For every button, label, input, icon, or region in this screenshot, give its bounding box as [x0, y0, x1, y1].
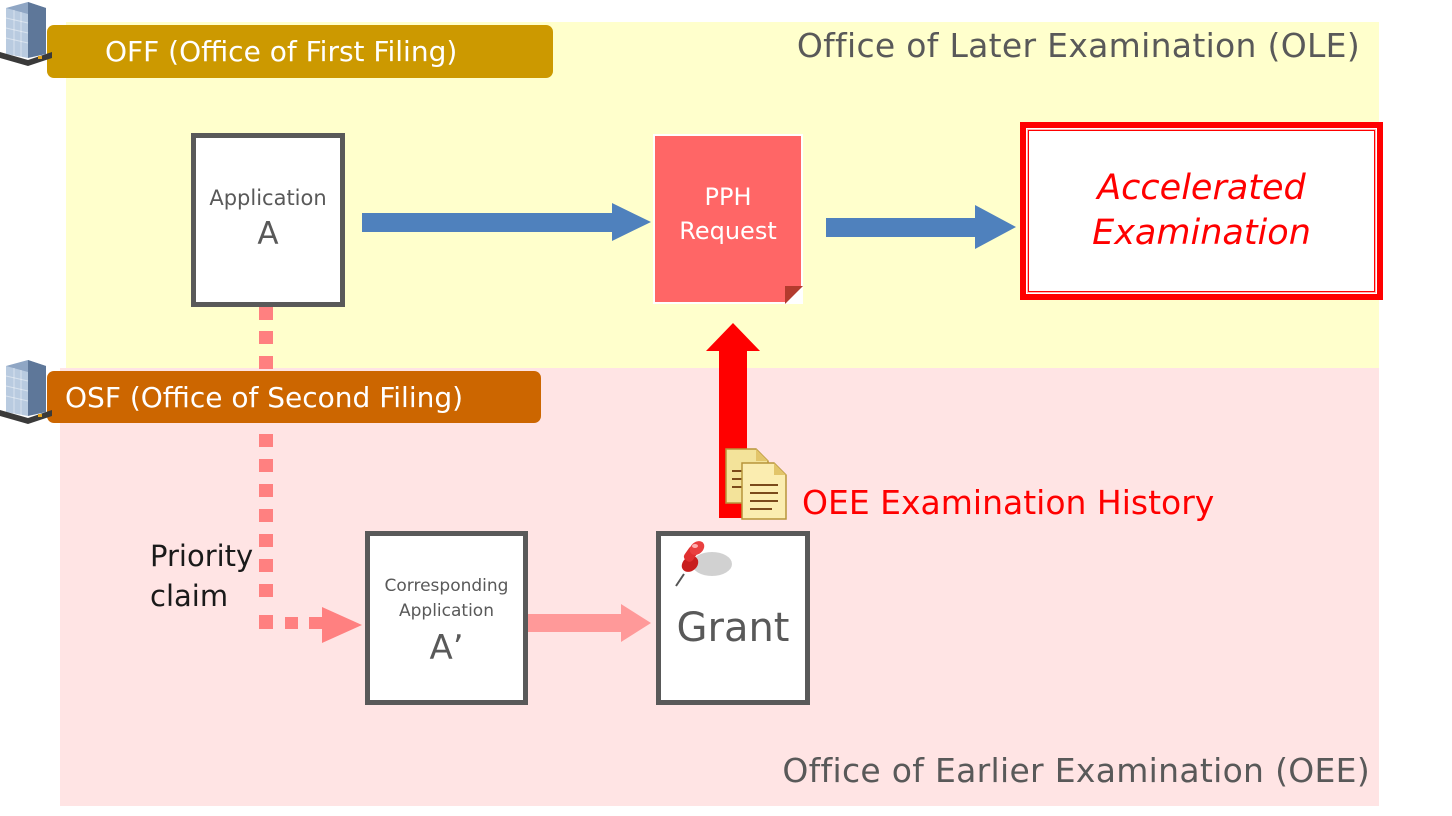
- arrow-application-to-pph: [362, 203, 651, 241]
- osf-office-tag: OSF (Office of Second Filing): [47, 371, 541, 423]
- application-a-node: Application A: [191, 133, 345, 307]
- application-a-label: Application: [209, 186, 327, 210]
- accelerated-inner-border: [1027, 129, 1376, 293]
- pph-request-line2: Request: [679, 217, 777, 245]
- arrow-corresponding-to-grant: [528, 604, 651, 642]
- oee-examination-history-label: OEE Examination History: [802, 483, 1215, 522]
- corresponding-application-node: Corresponding Application A’: [365, 531, 528, 705]
- priority-claim-label: Priority claim: [150, 536, 253, 616]
- oee-panel-title: Office of Earlier Examination (OEE): [782, 751, 1370, 790]
- ole-panel-title: Office of Later Examination (OLE): [796, 26, 1360, 65]
- corresponding-line1: Corresponding: [384, 576, 509, 596]
- priority-claim-arrowhead: [322, 607, 362, 643]
- osf-office-label: OSF (Office of Second Filing): [65, 380, 464, 414]
- corresponding-line2: Application: [399, 601, 494, 621]
- pph-request-line1: PPH: [704, 183, 752, 211]
- off-office-tag: OFF (Office of First Filing): [47, 25, 553, 78]
- grant-node: Grant: [656, 531, 810, 705]
- arrow-pph-to-accelerated: [826, 205, 1016, 249]
- accelerated-examination-node: Accelerated Examination: [1020, 122, 1383, 300]
- accelerated-line1: Accelerated: [1097, 168, 1306, 208]
- off-office-label: OFF (Office of First Filing): [105, 35, 458, 68]
- accelerated-examination-text: Accelerated Examination: [1026, 128, 1377, 294]
- priority-claim-line1: Priority: [150, 539, 254, 573]
- priority-claim-dotted-line: [259, 306, 322, 629]
- grant-label: Grant: [676, 605, 790, 651]
- corresponding-id: A’: [429, 628, 464, 668]
- pushpin-icon: [675, 541, 732, 587]
- accelerated-line2: Examination: [1092, 213, 1311, 253]
- building-icon: [0, 2, 52, 66]
- priority-claim-line2: claim: [150, 579, 229, 613]
- documents-icon: [725, 448, 787, 520]
- application-a-id: A: [257, 216, 279, 252]
- page-curl-icon: [785, 286, 803, 304]
- building-icon: [0, 360, 52, 424]
- pph-request-node: PPH Request: [653, 134, 803, 304]
